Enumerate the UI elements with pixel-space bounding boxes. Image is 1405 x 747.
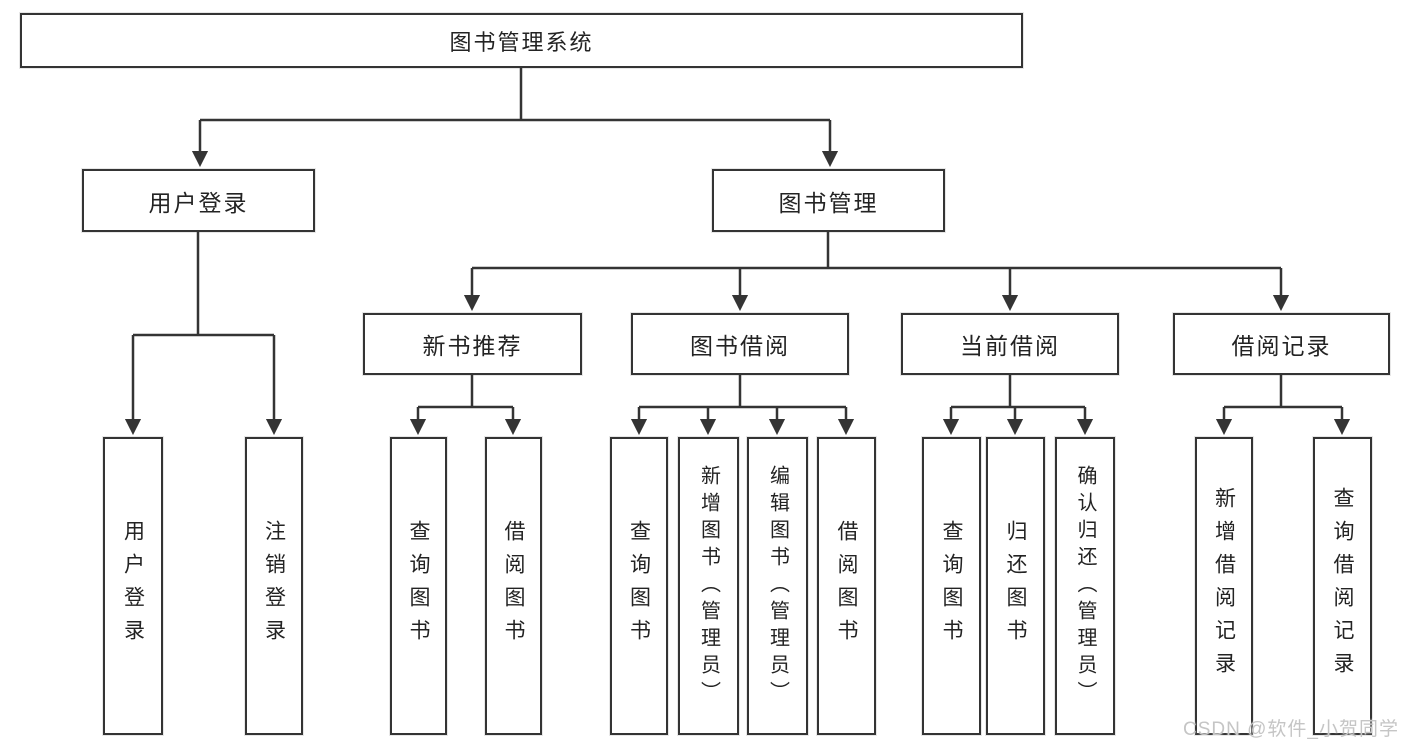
leaf-query-book-borrow: 查询图书 xyxy=(610,437,668,735)
node-new-book-recommend: 新书推荐 xyxy=(363,313,582,375)
leaf-add-borrow-record: 新增借阅记录 xyxy=(1195,437,1253,735)
node-current-borrow-label: 当前借阅 xyxy=(960,333,1060,359)
leaf-confirm-return-admin: 确认归还（管理员） xyxy=(1055,437,1115,735)
leaf-add-borrow-record-label: 新增借阅记录 xyxy=(1212,487,1236,685)
leaf-query-book-current-label: 查询图书 xyxy=(940,520,963,652)
node-book-borrow-label: 图书借阅 xyxy=(690,333,790,359)
csdn-watermark: CSDN @软件_小贺同学 xyxy=(1183,719,1399,740)
leaf-add-book-admin-label: 新增图书（管理员） xyxy=(697,464,720,708)
leaf-logout-label: 注销登录 xyxy=(262,520,286,652)
leaf-return-book: 归还图书 xyxy=(986,437,1045,735)
leaf-edit-book-admin-label: 编辑图书（管理员） xyxy=(766,464,789,708)
node-user-login-label: 用户登录 xyxy=(148,189,249,216)
leaf-return-book-label: 归还图书 xyxy=(1004,520,1027,652)
leaf-borrow-book-label: 借阅图书 xyxy=(835,520,858,652)
node-current-borrow: 当前借阅 xyxy=(901,313,1119,375)
leaf-user-login-label: 用户登录 xyxy=(121,520,145,652)
node-root-label: 图书管理系统 xyxy=(449,29,594,55)
leaf-query-borrow-record: 查询借阅记录 xyxy=(1313,437,1372,735)
leaf-logout: 注销登录 xyxy=(245,437,303,735)
leaf-borrow-book-recommend-label: 借阅图书 xyxy=(502,520,525,652)
node-book-borrow: 图书借阅 xyxy=(631,313,849,375)
node-root: 图书管理系统 xyxy=(20,13,1023,68)
leaf-query-book-recommend: 查询图书 xyxy=(390,437,447,735)
leaf-query-book-current: 查询图书 xyxy=(922,437,981,735)
leaf-query-book-borrow-label: 查询图书 xyxy=(627,520,651,652)
node-book-management-label: 图书管理 xyxy=(778,189,879,216)
leaf-borrow-book-recommend: 借阅图书 xyxy=(485,437,542,735)
leaf-borrow-book: 借阅图书 xyxy=(817,437,876,735)
node-borrow-records-label: 借阅记录 xyxy=(1231,333,1332,359)
leaf-user-login: 用户登录 xyxy=(103,437,163,735)
node-borrow-records: 借阅记录 xyxy=(1173,313,1390,375)
leaf-query-borrow-record-label: 查询借阅记录 xyxy=(1331,487,1354,685)
leaf-confirm-return-admin-label: 确认归还（管理员） xyxy=(1074,464,1096,708)
node-user-login: 用户登录 xyxy=(82,169,315,232)
node-new-book-recommend-label: 新书推荐 xyxy=(422,333,523,359)
leaf-add-book-admin: 新增图书（管理员） xyxy=(678,437,739,735)
leaf-edit-book-admin: 编辑图书（管理员） xyxy=(747,437,808,735)
leaf-query-book-recommend-label: 查询图书 xyxy=(407,520,430,652)
node-book-management: 图书管理 xyxy=(712,169,945,232)
